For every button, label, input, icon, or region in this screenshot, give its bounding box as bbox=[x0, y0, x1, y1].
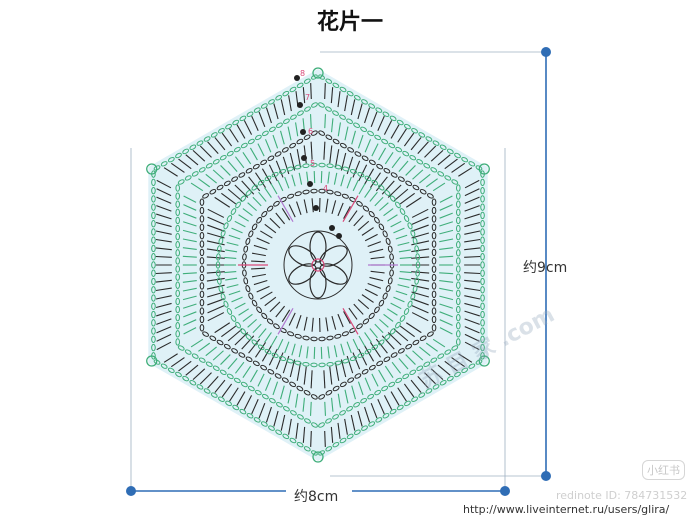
stitch-mark bbox=[325, 402, 326, 416]
stitch-mark bbox=[325, 83, 326, 99]
start-dot bbox=[301, 155, 307, 161]
width-end-dot bbox=[500, 486, 510, 496]
height-end-dot bbox=[541, 47, 551, 57]
round-number: 4 bbox=[323, 184, 328, 193]
stitch-mark bbox=[311, 114, 312, 128]
round-number: 7 bbox=[305, 93, 310, 102]
width-label: 约8cm bbox=[294, 486, 338, 506]
round-number: 6 bbox=[308, 127, 313, 136]
round-number: 5 bbox=[310, 159, 315, 168]
hexagon-background bbox=[148, 69, 487, 461]
round-number: 8 bbox=[300, 69, 305, 78]
page-title: 花片一 bbox=[0, 4, 700, 36]
source-url: http://www.liveinternet.ru/users/glira/ bbox=[463, 503, 669, 516]
stitch-mark bbox=[311, 83, 312, 99]
start-dot bbox=[329, 225, 335, 231]
stitch-mark bbox=[311, 431, 312, 447]
stitch-mark bbox=[325, 431, 326, 447]
stamp-watermark: 小红书 bbox=[642, 460, 685, 480]
user-id-watermark: redinote ID: 784731532 bbox=[556, 489, 687, 502]
start-dot bbox=[300, 129, 306, 135]
stitch-mark bbox=[325, 114, 326, 128]
start-dot bbox=[313, 205, 319, 211]
start-dot bbox=[336, 233, 342, 239]
width-end-dot bbox=[126, 486, 136, 496]
stitch-mark bbox=[311, 402, 312, 416]
start-dot bbox=[307, 181, 313, 187]
hexagon-fill bbox=[148, 69, 487, 461]
start-dot bbox=[297, 102, 303, 108]
height-end-dot bbox=[541, 471, 551, 481]
height-label: 约9cm bbox=[523, 257, 567, 277]
